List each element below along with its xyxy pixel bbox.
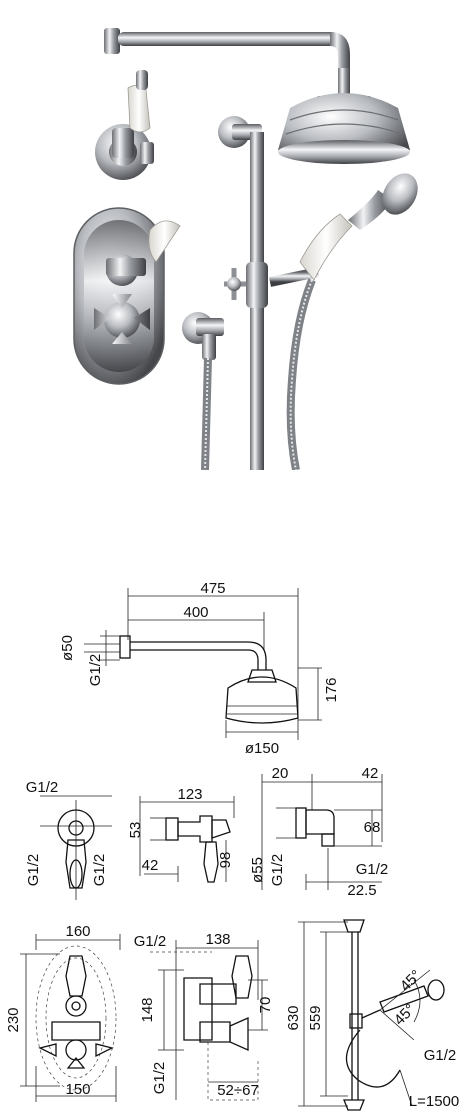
valve-right-thread: G1/2 bbox=[91, 854, 108, 887]
elbow-width-a: 20 bbox=[272, 765, 289, 782]
valve-left-thread: G1/2 bbox=[25, 854, 42, 887]
thermostat-thread-bottom: G1/2 bbox=[151, 1062, 168, 1095]
depth-range: 52÷67 bbox=[217, 1082, 259, 1099]
hose-length: L=1500 bbox=[409, 1093, 459, 1110]
wall-elbow bbox=[182, 312, 224, 470]
plate-width: 160 bbox=[65, 923, 90, 940]
thermostat-spacing: 70 bbox=[257, 997, 274, 1014]
rail-angle-top: 45° bbox=[397, 967, 425, 995]
elbow-diameter: ø55 bbox=[249, 857, 266, 883]
rail-length: 559 bbox=[307, 1005, 324, 1030]
thermostat-front-drawing bbox=[20, 934, 121, 1102]
lever-valve bbox=[95, 70, 154, 180]
thermostat-side-drawing bbox=[150, 940, 268, 1101]
valve-lever: 98 bbox=[217, 852, 234, 869]
arm-total-length: 475 bbox=[200, 580, 225, 597]
shower-head bbox=[278, 93, 410, 164]
head-diameter: ø150 bbox=[245, 740, 279, 757]
hand-shower bbox=[268, 173, 418, 470]
slide-rail bbox=[218, 116, 268, 470]
valve-width: 123 bbox=[177, 786, 202, 803]
arm-connection: G1/2 bbox=[87, 654, 104, 687]
drop-height: 176 bbox=[323, 677, 340, 702]
thermostat-plate bbox=[73, 207, 181, 385]
wall-elbow-drawing bbox=[261, 774, 383, 890]
elbow-thread-side: G1/2 bbox=[269, 854, 286, 887]
arm-length: 400 bbox=[183, 604, 208, 621]
valve-side-drawing bbox=[139, 796, 235, 883]
elbow-height: 68 bbox=[364, 819, 381, 836]
elbow-width-b: 42 bbox=[362, 765, 379, 782]
shower-arm-drawing bbox=[84, 588, 322, 740]
slide-rail-drawing bbox=[298, 919, 445, 1111]
valve-front-drawing bbox=[40, 795, 112, 900]
body-width: 150 bbox=[65, 1081, 90, 1098]
rail-angle-bottom: 45° bbox=[391, 1001, 419, 1029]
thermostat-thread: G1/2 bbox=[134, 933, 167, 950]
technical-drawing: 475 400 ø50 G1/2 176 ø150 G1/2 G1/2 G1/2… bbox=[5, 580, 459, 1111]
product-photo bbox=[73, 28, 418, 470]
valve-top-thread: G1/2 bbox=[26, 779, 59, 796]
thermostat-depth: 138 bbox=[205, 931, 230, 948]
valve-height: 53 bbox=[127, 822, 144, 839]
rail-thread: G1/2 bbox=[424, 1047, 457, 1064]
thermostat-height: 148 bbox=[139, 997, 156, 1022]
flange-diameter: ø50 bbox=[59, 635, 76, 661]
valve-depth: 42 bbox=[142, 857, 159, 874]
rail-total-height: 630 bbox=[285, 1005, 302, 1030]
shower-arm bbox=[104, 28, 350, 98]
elbow-thread-bottom: G1/2 bbox=[356, 861, 389, 878]
plate-height: 230 bbox=[5, 1007, 22, 1032]
elbow-offset: 22.5 bbox=[347, 882, 376, 899]
